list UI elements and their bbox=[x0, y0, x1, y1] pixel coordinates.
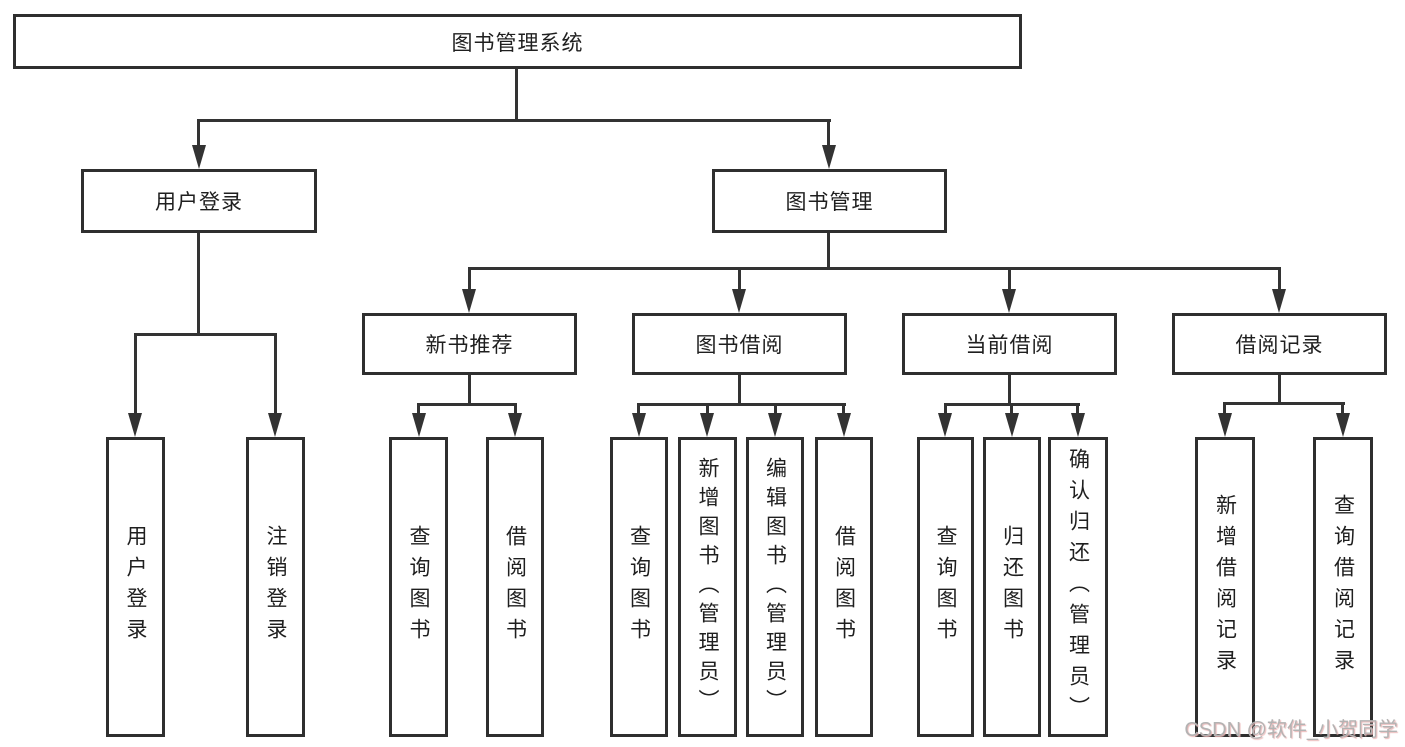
connector-stem-user-login bbox=[197, 119, 200, 149]
leaf-edit-book-admin: 编辑图书（管理员） bbox=[746, 437, 804, 737]
connector-root-hbar bbox=[197, 119, 831, 122]
connector-newbook-stem-1 bbox=[417, 403, 420, 414]
connector-current-stem bbox=[1008, 375, 1011, 406]
arrow-down-icon bbox=[192, 145, 206, 169]
arrow-down-icon bbox=[1336, 413, 1350, 437]
leaf-query-book-current: 查询图书 bbox=[917, 437, 974, 737]
arrow-down-icon bbox=[732, 289, 746, 313]
connector-borrow-hbar bbox=[637, 403, 846, 406]
node-book-management: 图书管理 bbox=[712, 169, 947, 233]
node-label: 新增借阅记录 bbox=[1213, 494, 1237, 680]
leaf-borrow-book: 借阅图书 bbox=[815, 437, 873, 737]
leaf-confirm-return-admin: 确认归还（管理员） bbox=[1048, 437, 1108, 737]
connector-record-hbar bbox=[1223, 402, 1345, 405]
node-label: 用户登录 bbox=[155, 191, 243, 214]
connector-bookmgmt-hbar bbox=[468, 267, 1281, 270]
node-label: 注销登录 bbox=[264, 525, 287, 649]
node-label: 图书管理系统 bbox=[451, 31, 584, 55]
connector-userlogin-stem-2 bbox=[274, 333, 277, 416]
connector-newbook-hbar bbox=[417, 403, 517, 406]
node-label: 当前借阅 bbox=[965, 334, 1054, 357]
node-current-borrow: 当前借阅 bbox=[902, 313, 1117, 375]
leaf-logout: 注销登录 bbox=[246, 437, 305, 737]
csdn-watermark: CSDN @软件_小贺同学 bbox=[1184, 719, 1398, 741]
arrow-down-icon bbox=[632, 413, 646, 437]
arrow-down-icon bbox=[700, 413, 714, 437]
node-label: 借阅图书 bbox=[503, 525, 527, 649]
arrow-down-icon bbox=[462, 289, 476, 313]
connector-borrow-stem-3 bbox=[774, 403, 777, 414]
connector-userlogin-hbar bbox=[134, 333, 277, 336]
connector-current-stem-2 bbox=[1010, 403, 1013, 414]
arrow-down-icon bbox=[268, 413, 282, 437]
connector-newbook-stem bbox=[468, 375, 471, 406]
arrow-down-icon bbox=[1272, 289, 1286, 313]
connector-record-stem bbox=[1278, 375, 1281, 405]
arrow-down-icon bbox=[1218, 413, 1232, 437]
node-label: 查询图书 bbox=[407, 525, 430, 649]
arrow-down-icon bbox=[1002, 289, 1016, 313]
leaf-borrow-book-recommend: 借阅图书 bbox=[486, 437, 544, 737]
arrow-down-icon bbox=[508, 413, 522, 437]
connector-l3-stem-2 bbox=[738, 267, 741, 292]
leaf-return-book: 归还图书 bbox=[983, 437, 1041, 737]
connector-root-stem bbox=[515, 69, 518, 121]
connector-borrow-stem-4 bbox=[842, 403, 845, 414]
connector-l3-stem-3 bbox=[1008, 267, 1011, 292]
node-label: 查询借阅记录 bbox=[1331, 494, 1355, 680]
node-label: 用户登录 bbox=[124, 525, 147, 649]
node-book-borrow: 图书借阅 bbox=[632, 313, 847, 375]
connector-bookmgmt-stem bbox=[827, 233, 830, 270]
node-label: 归还图书 bbox=[1000, 525, 1024, 649]
connector-userlogin-stem-1 bbox=[134, 333, 137, 416]
leaf-user-login: 用户登录 bbox=[106, 437, 165, 737]
node-label: 借阅记录 bbox=[1235, 334, 1324, 357]
connector-borrow-stem-2 bbox=[706, 403, 709, 414]
arrow-down-icon bbox=[1071, 413, 1085, 437]
arrow-down-icon bbox=[412, 413, 426, 437]
node-new-book-recommend: 新书推荐 bbox=[362, 313, 577, 375]
node-root-system: 图书管理系统 bbox=[13, 14, 1022, 69]
connector-newbook-stem-2 bbox=[514, 403, 517, 414]
connector-record-stem-1 bbox=[1223, 402, 1226, 414]
connector-record-stem-2 bbox=[1341, 402, 1344, 414]
leaf-add-book-admin: 新增图书（管理员） bbox=[678, 437, 737, 737]
connector-current-stem-3 bbox=[1076, 403, 1079, 414]
node-label: 编辑图书（管理员） bbox=[763, 456, 787, 718]
leaf-query-book-borrow: 查询图书 bbox=[610, 437, 668, 737]
connector-l3-stem-1 bbox=[468, 267, 471, 292]
node-label: 图书借阅 bbox=[695, 334, 784, 357]
connector-borrow-stem-1 bbox=[637, 403, 640, 414]
node-label: 确认归还（管理员） bbox=[1066, 447, 1090, 727]
connector-l3-stem-4 bbox=[1278, 267, 1281, 292]
node-label: 新增图书（管理员） bbox=[696, 456, 719, 718]
node-label: 查询图书 bbox=[627, 525, 651, 649]
arrow-down-icon bbox=[938, 413, 952, 437]
connector-stem-book-mgmt bbox=[827, 119, 830, 149]
node-label: 查询图书 bbox=[934, 525, 957, 649]
arrow-down-icon bbox=[822, 145, 836, 169]
node-borrow-record: 借阅记录 bbox=[1172, 313, 1387, 375]
node-label: 借阅图书 bbox=[832, 525, 856, 649]
arrow-down-icon bbox=[128, 413, 142, 437]
arrow-down-icon bbox=[837, 413, 851, 437]
node-label: 图书管理 bbox=[785, 191, 874, 214]
connector-current-stem-1 bbox=[944, 403, 947, 414]
arrow-down-icon bbox=[768, 413, 782, 437]
leaf-add-borrow-record: 新增借阅记录 bbox=[1195, 437, 1255, 737]
node-user-login: 用户登录 bbox=[81, 169, 317, 233]
arrow-down-icon bbox=[1005, 413, 1019, 437]
connector-borrow-stem bbox=[738, 375, 741, 406]
connector-userlogin-stem bbox=[197, 233, 200, 336]
leaf-query-book-recommend: 查询图书 bbox=[389, 437, 448, 737]
node-label: 新书推荐 bbox=[425, 334, 514, 357]
leaf-query-borrow-record: 查询借阅记录 bbox=[1313, 437, 1373, 737]
